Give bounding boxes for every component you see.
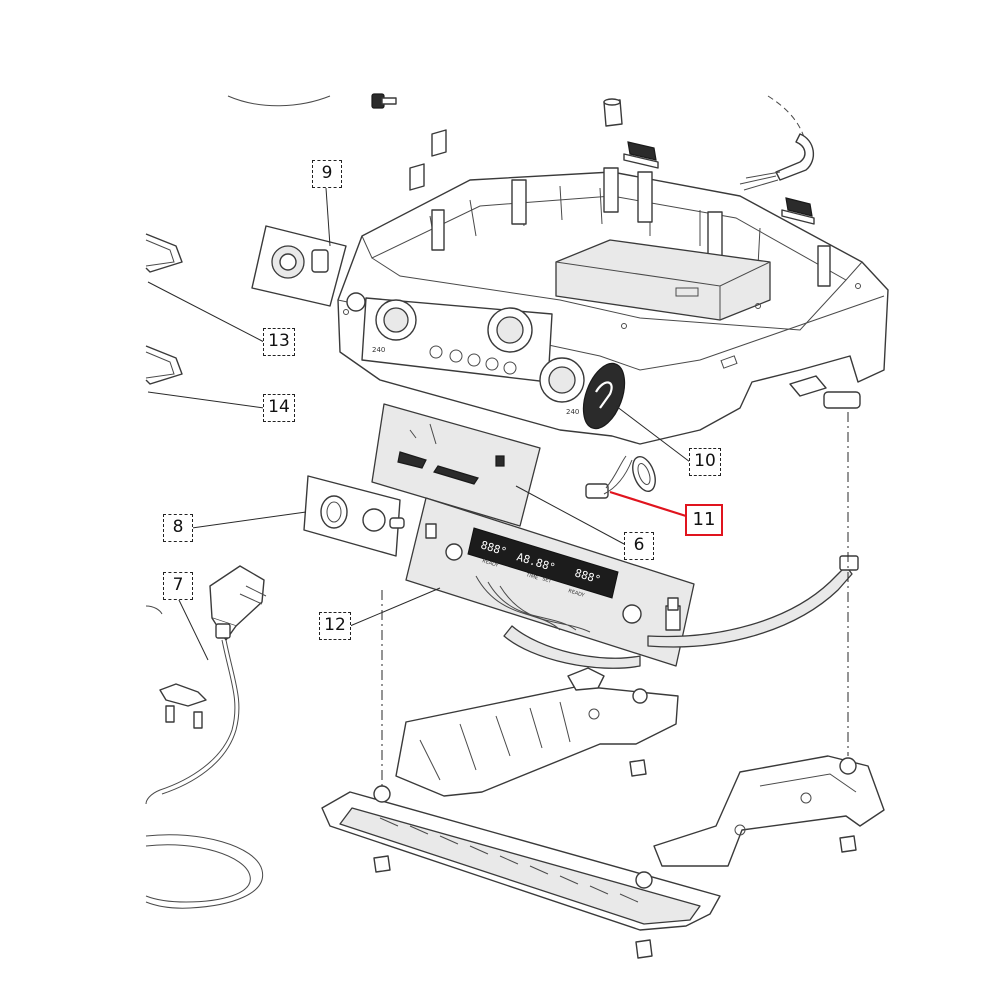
front-control-panel: 240 [346, 292, 553, 383]
callout-14: 14 [263, 394, 295, 422]
callout-13: 13 [263, 328, 295, 356]
power-lead-top [227, 95, 331, 107]
knob-right-scale: 240 [566, 408, 579, 416]
base-housing [337, 167, 889, 445]
gasket-14 [145, 345, 183, 385]
callout-11-highlighted: 11 [685, 504, 723, 536]
knob-left-scale: 240 [372, 346, 385, 354]
callout-10: 10 [689, 448, 721, 476]
gasket-13 [145, 233, 183, 273]
display-pcb [371, 403, 541, 527]
cord-clamp [159, 683, 207, 729]
callout-6: 6 [624, 532, 654, 560]
rear-clip [789, 375, 861, 409]
leader-13 [147, 281, 265, 343]
clip-fragments [409, 98, 623, 191]
callout-7: 7 [163, 572, 193, 600]
small-screw-top [371, 93, 397, 109]
power-plug [209, 565, 267, 641]
knob-assembly [251, 225, 347, 307]
mark-time: TIME [524, 572, 538, 582]
mounting-bracket-right [653, 755, 885, 867]
lamp-bushing [303, 475, 405, 557]
leader-7 [177, 597, 209, 661]
rubber-feet [373, 759, 857, 959]
bracket-clips [623, 141, 815, 225]
leader-14 [147, 391, 265, 409]
leader-8 [191, 511, 307, 529]
leader-11-highlighted [609, 490, 687, 518]
leader-6 [515, 485, 625, 545]
mark-ready-1: READY [481, 558, 500, 569]
main-control-pcb: 888° A8.88° 888° READY TIME SET READY [405, 497, 695, 667]
vent-grille-base [321, 785, 721, 931]
ribbon-cable [503, 555, 859, 669]
switch-part [632, 456, 656, 492]
mounting-bracket-left [395, 667, 679, 797]
panel-markings: READY TIME SET READY [481, 558, 586, 599]
callout-8: 8 [163, 514, 193, 542]
right-knob: 240 [539, 357, 585, 416]
mark-set: SET [541, 576, 553, 585]
wire-harness-top-right [739, 95, 815, 191]
arc-fragment [145, 605, 163, 615]
cord-coil [145, 834, 264, 909]
leader-10 [615, 405, 691, 463]
leader-9 [325, 187, 331, 247]
power-cord [145, 639, 236, 805]
wire-connector [585, 455, 633, 499]
callout-12: 12 [319, 612, 351, 640]
leader-12 [349, 587, 441, 627]
mark-ready-2: READY [567, 588, 586, 599]
callout-9: 9 [312, 160, 342, 188]
logo-badge [582, 362, 626, 430]
